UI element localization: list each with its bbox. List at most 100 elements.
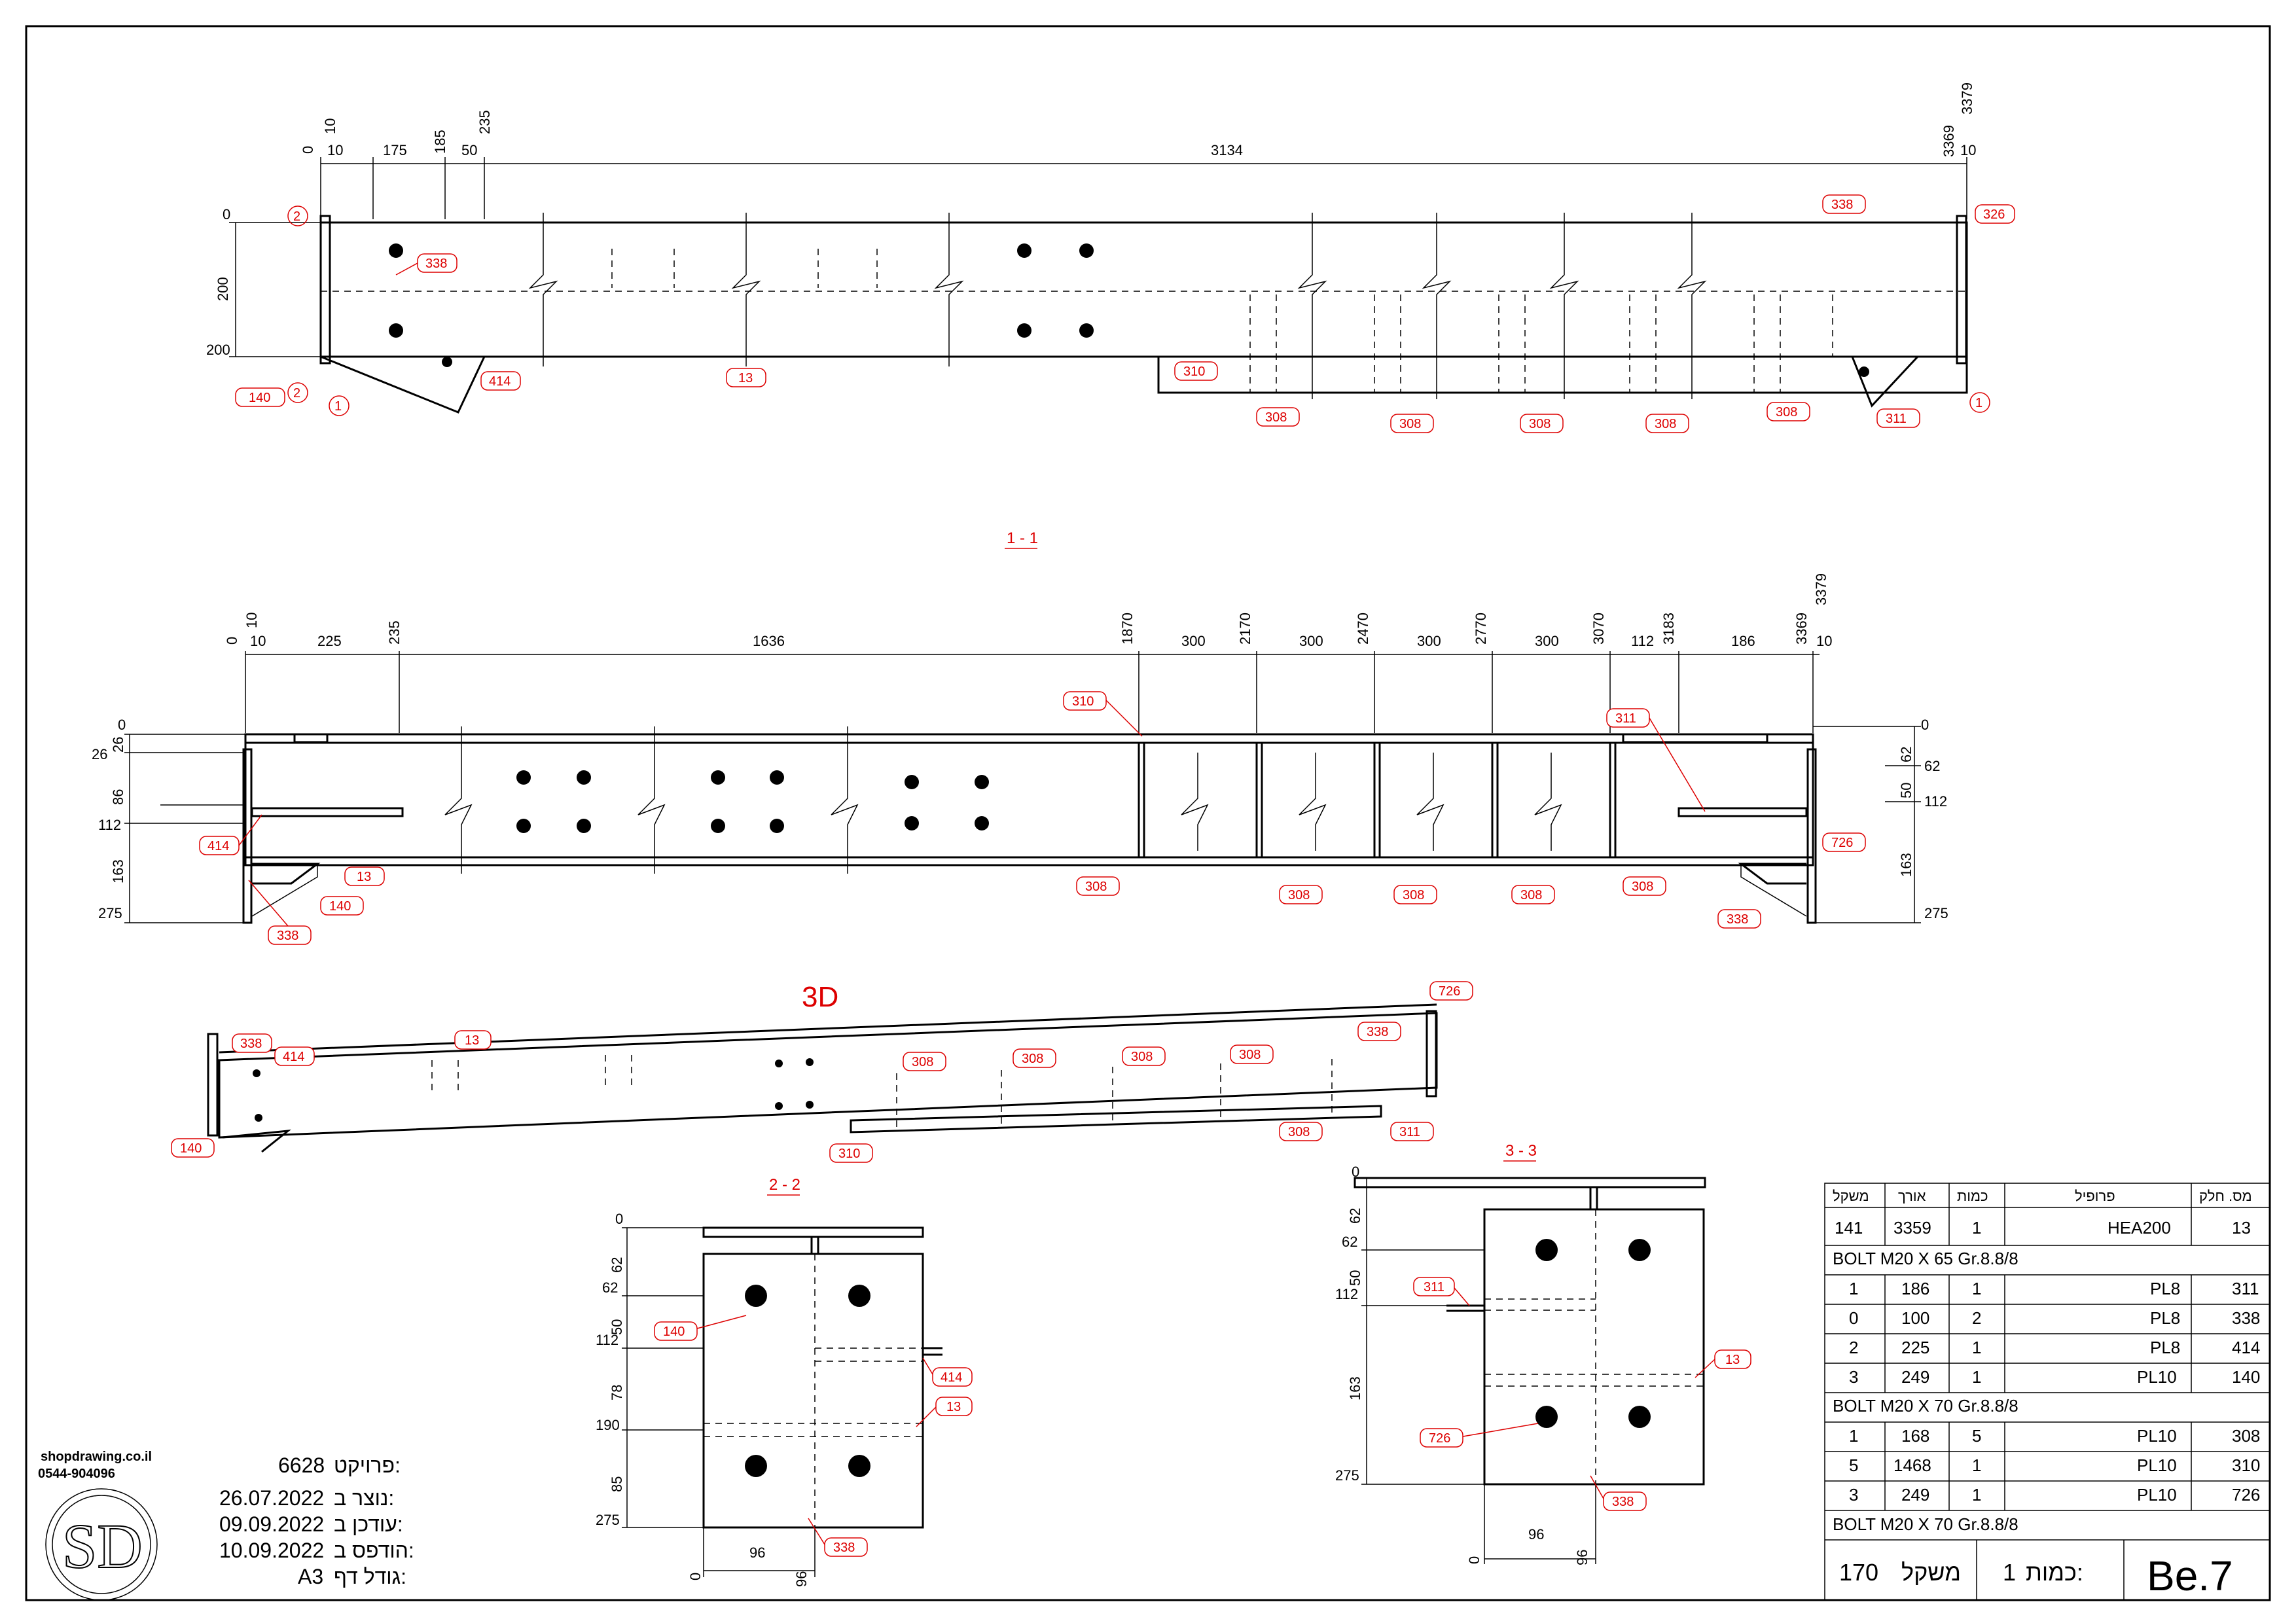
svg-text:300: 300 bbox=[1181, 633, 1206, 649]
svg-text:78: 78 bbox=[609, 1385, 625, 1400]
sd-logo: SD bbox=[45, 1488, 158, 1601]
svg-text:2470: 2470 bbox=[1355, 613, 1371, 645]
parts-table: משקל אורך כמות פרופיל מס. חלק 141 3359 1… bbox=[1824, 1183, 2270, 1601]
svg-text:1: 1 bbox=[1972, 1218, 1981, 1238]
svg-text:3: 3 bbox=[1849, 1485, 1858, 1505]
svg-text:112: 112 bbox=[98, 817, 121, 833]
svg-text:1636: 1636 bbox=[753, 633, 785, 649]
svg-text:3070: 3070 bbox=[1590, 613, 1607, 645]
end-plate-3-3 bbox=[1483, 1208, 1705, 1486]
svg-text:338: 338 bbox=[1727, 912, 1748, 927]
svg-text:0: 0 bbox=[1921, 717, 1929, 733]
svg-text:PL10: PL10 bbox=[2137, 1455, 2177, 1475]
section-label-1-1: 1 - 1 bbox=[1007, 529, 1038, 547]
svg-text:מס. חלק: מס. חלק bbox=[2199, 1188, 2252, 1204]
svg-text:225: 225 bbox=[317, 633, 342, 649]
svg-text:5: 5 bbox=[1849, 1455, 1858, 1475]
svg-text:112: 112 bbox=[1924, 793, 1947, 810]
tag-13: 13 bbox=[738, 371, 753, 385]
svg-text:62: 62 bbox=[1342, 1234, 1357, 1250]
svg-text:2170: 2170 bbox=[1237, 613, 1253, 645]
svg-text:0: 0 bbox=[1352, 1164, 1359, 1180]
created-label: נוצר ב: bbox=[334, 1486, 394, 1510]
svg-text:140: 140 bbox=[663, 1325, 685, 1339]
dim-left-200a: 200 bbox=[215, 277, 231, 301]
svg-text:310: 310 bbox=[1072, 694, 1094, 709]
top-view: 0 10 10 175 185 50 235 3134 3369 10 3379… bbox=[206, 82, 2015, 433]
dim-top-3369: 3369 bbox=[1941, 125, 1957, 157]
svg-text:1: 1 bbox=[1849, 1279, 1858, 1298]
svg-text:249: 249 bbox=[1901, 1485, 1929, 1505]
svg-text:1: 1 bbox=[1972, 1367, 1981, 1387]
svg-text:414: 414 bbox=[2232, 1338, 2260, 1357]
total-weight: 170 bbox=[1839, 1559, 1878, 1586]
svg-text:50: 50 bbox=[1898, 783, 1914, 798]
section-label-2-2: 2 - 2 bbox=[769, 1176, 800, 1194]
svg-text:PL10: PL10 bbox=[2137, 1426, 2177, 1446]
svg-text:0: 0 bbox=[1466, 1556, 1482, 1564]
sheet-size-value: A3 bbox=[298, 1565, 323, 1588]
svg-text:PL8: PL8 bbox=[2150, 1279, 2180, 1298]
svg-text:0: 0 bbox=[224, 637, 240, 645]
svg-text:PL8: PL8 bbox=[2150, 1308, 2180, 1328]
end-plate-left-elev bbox=[242, 748, 253, 924]
svg-text:כמות: כמות bbox=[1957, 1188, 1988, 1204]
project-label: פרויקט: bbox=[334, 1454, 401, 1477]
svg-text:50: 50 bbox=[609, 1319, 625, 1335]
svg-text:308: 308 bbox=[1632, 880, 1653, 894]
svg-text:140: 140 bbox=[329, 899, 351, 914]
svg-text:186: 186 bbox=[1901, 1279, 1929, 1298]
svg-text:112: 112 bbox=[596, 1332, 619, 1348]
label-3d: 3D bbox=[802, 981, 838, 1013]
tag-326: 326 bbox=[1983, 207, 2005, 222]
svg-text:1: 1 bbox=[1972, 1455, 1981, 1475]
quantity: 1 bbox=[2003, 1559, 2016, 1586]
svg-text:726: 726 bbox=[2232, 1485, 2260, 1505]
bolt-holes-top bbox=[389, 243, 1869, 377]
svg-text:310: 310 bbox=[2232, 1455, 2260, 1475]
section-2-2: 2 - 2 0 62 62 50 112 78 190 85 275 bbox=[596, 1176, 973, 1587]
company-website: shopdrawing.co.il bbox=[41, 1450, 152, 1464]
created-value: 26.07.2022 bbox=[219, 1486, 324, 1510]
bolt-group-2: BOLT M20 X 70 Gr.8.8/8 bbox=[1833, 1396, 2018, 1416]
svg-text:96: 96 bbox=[749, 1544, 765, 1561]
svg-text:163: 163 bbox=[1347, 1376, 1363, 1400]
svg-text:1: 1 bbox=[1975, 396, 1982, 410]
svg-text:0: 0 bbox=[1849, 1308, 1858, 1328]
bottom-plate-310 bbox=[1157, 357, 1968, 394]
svg-text:414: 414 bbox=[283, 1050, 304, 1064]
svg-text:308: 308 bbox=[1403, 888, 1424, 902]
svg-text:163: 163 bbox=[1898, 853, 1914, 877]
svg-text:5: 5 bbox=[1972, 1426, 1981, 1446]
svg-text:310: 310 bbox=[838, 1147, 860, 1161]
svg-text:1: 1 bbox=[334, 399, 342, 414]
svg-text:308: 308 bbox=[1085, 880, 1107, 894]
svg-text:96: 96 bbox=[1574, 1550, 1590, 1565]
svg-text:13: 13 bbox=[357, 870, 371, 884]
svg-text:1468: 1468 bbox=[1893, 1455, 1931, 1475]
svg-text:338: 338 bbox=[277, 929, 298, 943]
svg-text:26: 26 bbox=[92, 746, 107, 762]
svg-text:2: 2 bbox=[293, 386, 300, 401]
svg-text:62: 62 bbox=[609, 1257, 625, 1273]
dim-top-10b: 10 bbox=[327, 142, 343, 158]
svg-text:414: 414 bbox=[941, 1370, 962, 1385]
svg-text:50: 50 bbox=[1347, 1270, 1363, 1286]
svg-text:13: 13 bbox=[465, 1033, 479, 1048]
project-value: 6628 bbox=[278, 1454, 325, 1477]
svg-text:אורך: אורך bbox=[1898, 1188, 1926, 1204]
updated-label: עודכן ב: bbox=[334, 1512, 403, 1536]
svg-text:0: 0 bbox=[687, 1573, 704, 1580]
svg-text:PL8: PL8 bbox=[2150, 1338, 2180, 1357]
svg-text:3379: 3379 bbox=[1813, 573, 1829, 605]
section-label-3-3: 3 - 3 bbox=[1505, 1142, 1537, 1160]
svg-text:311: 311 bbox=[1615, 711, 1636, 726]
end-plate-2-2 bbox=[702, 1253, 924, 1529]
svg-text:2: 2 bbox=[293, 209, 300, 224]
svg-text:96: 96 bbox=[1528, 1526, 1544, 1543]
dim-top-0: 0 bbox=[300, 146, 316, 154]
svg-text:300: 300 bbox=[1535, 633, 1559, 649]
svg-text:338: 338 bbox=[240, 1037, 262, 1051]
part-tags-elevation: 310 311 414 13 140 338 308 308 308 308 3… bbox=[199, 691, 1866, 945]
svg-text:275: 275 bbox=[596, 1512, 620, 1528]
